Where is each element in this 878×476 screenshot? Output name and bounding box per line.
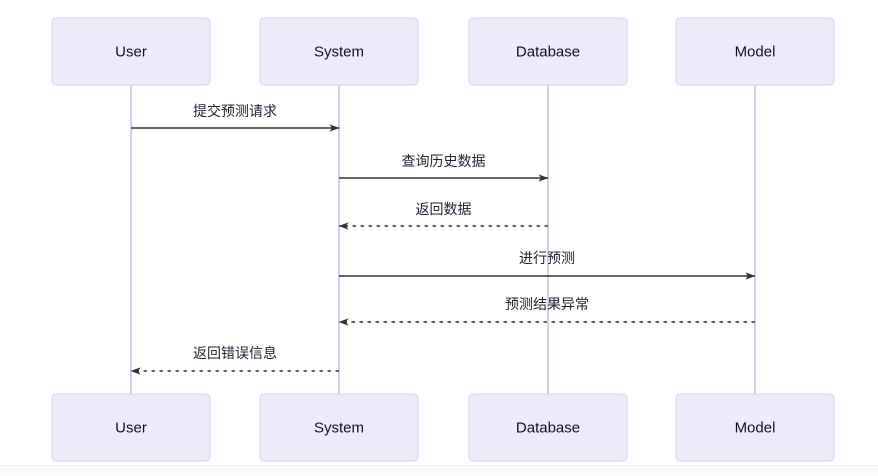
participant-box[interactable] bbox=[51, 17, 211, 86]
participant-box[interactable] bbox=[259, 17, 419, 86]
participant-label: User bbox=[115, 419, 147, 436]
message-3[interactable]: 返回数据 bbox=[338, 201, 548, 230]
participant-box[interactable] bbox=[468, 17, 628, 86]
participant-bottom-system[interactable]: System bbox=[259, 393, 419, 462]
participant-box[interactable] bbox=[468, 393, 628, 462]
message-label: 预测结果异常 bbox=[505, 296, 589, 312]
message-label: 返回错误信息 bbox=[193, 345, 277, 361]
message-label: 返回数据 bbox=[416, 201, 472, 217]
message-5[interactable]: 预测结果异常 bbox=[338, 296, 755, 326]
message-label: 进行预测 bbox=[519, 250, 575, 266]
participant-label: Model bbox=[735, 43, 776, 60]
participant-top-model[interactable]: Model bbox=[675, 17, 835, 86]
participant-label: Database bbox=[516, 43, 580, 60]
actors-bottom-group: User System Database Model bbox=[51, 393, 835, 462]
participant-top-user[interactable]: User bbox=[51, 17, 211, 86]
message-1[interactable]: 提交预测请求 bbox=[131, 103, 340, 132]
message-2[interactable]: 查询历史数据 bbox=[339, 153, 549, 182]
message-6[interactable]: 返回错误信息 bbox=[130, 345, 339, 375]
participant-top-database[interactable]: Database bbox=[468, 17, 628, 86]
participant-label: User bbox=[115, 43, 147, 60]
participant-label: Database bbox=[516, 419, 580, 436]
participant-box[interactable] bbox=[675, 17, 835, 86]
participant-top-system[interactable]: System bbox=[259, 17, 419, 86]
participant-bottom-database[interactable]: Database bbox=[468, 393, 628, 462]
participant-label: System bbox=[314, 419, 364, 436]
participant-box[interactable] bbox=[259, 393, 419, 462]
lifelines-group bbox=[130, 85, 756, 394]
message-label: 查询历史数据 bbox=[402, 153, 486, 169]
message-4[interactable]: 进行预测 bbox=[339, 250, 756, 280]
message-label: 提交预测请求 bbox=[193, 103, 277, 119]
participant-box[interactable] bbox=[675, 393, 835, 462]
participant-bottom-model[interactable]: Model bbox=[675, 393, 835, 462]
actors-top-group: User System Database Model bbox=[51, 17, 835, 86]
participant-label: Model bbox=[735, 419, 776, 436]
footer-band bbox=[0, 465, 878, 476]
participant-bottom-user[interactable]: User bbox=[51, 393, 211, 462]
participant-box[interactable] bbox=[51, 393, 211, 462]
participant-label: System bbox=[314, 43, 364, 60]
